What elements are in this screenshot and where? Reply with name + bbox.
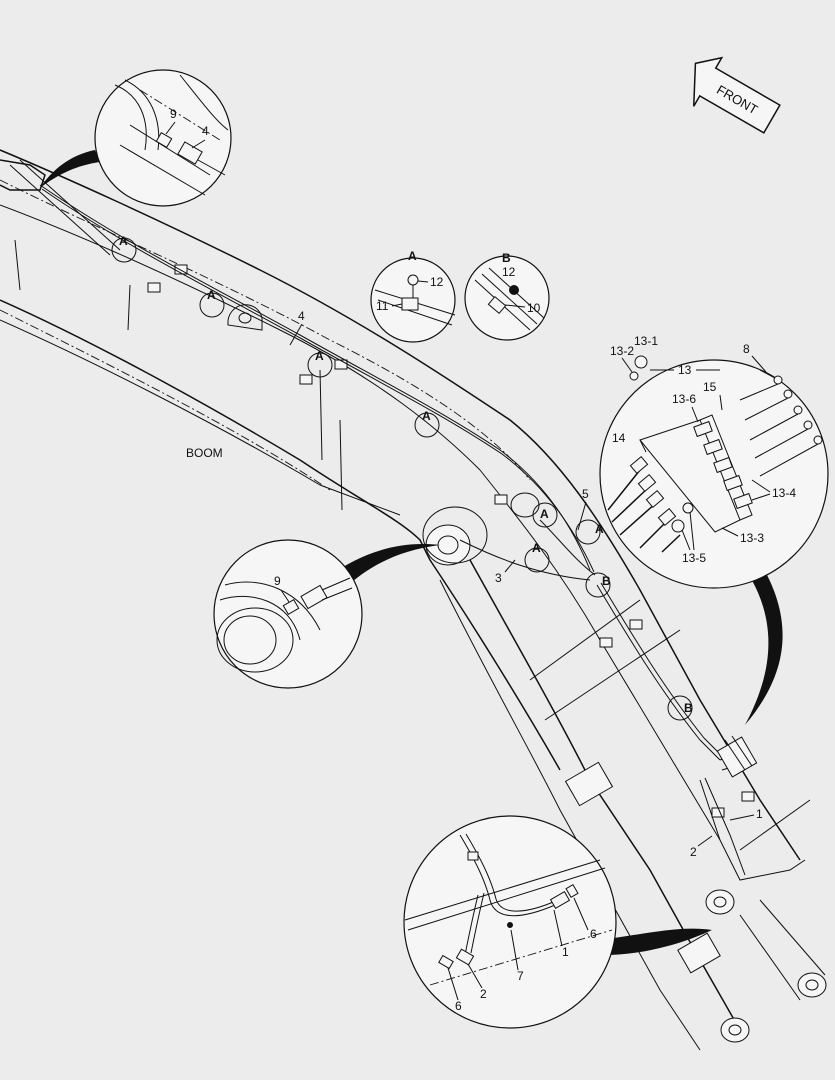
boom-label: BOOM (186, 446, 223, 460)
detail-1-pointer (40, 150, 100, 188)
callout-12-detail-a: 12 (430, 275, 444, 289)
marker-a-3 (307, 352, 333, 378)
main-callouts: 4 5 3 1 2 (289, 309, 763, 859)
callout-13-3: 13-5 (682, 551, 706, 565)
callout-13-2: 13-4 (772, 486, 796, 500)
detail-a: A 12 11 (370, 249, 456, 343)
front-arrow: FRONT (693, 56, 781, 134)
marker-a-5-letter: A (540, 507, 549, 521)
callout-13-4: 13-6 (672, 392, 696, 406)
marker-a-6 (575, 519, 601, 545)
marker-b-2 (667, 695, 693, 721)
callout-13-1: 13-3 (740, 531, 764, 545)
marker-b-2-letter: B (684, 701, 693, 715)
view-markers: A A A A A A A B B (111, 234, 693, 721)
callout-13: 13 (678, 363, 692, 377)
marker-a-4-letter: A (422, 409, 431, 423)
callout-3-main: 3 (495, 571, 502, 585)
callout-12-detail-b: 12 (502, 265, 516, 279)
detail-manifold: 13-1 13-2 13 8 15 13-6 14 13-4 13-3 13-5 (599, 334, 829, 589)
callout-11-detail-a: 11 (376, 299, 389, 313)
callout-13-5: 14 (612, 431, 626, 445)
callout-4-main: 4 (298, 309, 305, 323)
marker-a-7-letter: A (532, 541, 541, 555)
marker-a-2-letter: A (207, 288, 216, 302)
marker-a-6-letter: A (595, 522, 604, 536)
callout-14: 13-1 (634, 334, 658, 348)
marker-a-2 (199, 292, 225, 318)
detail-right-pointer (735, 540, 783, 725)
hose-lines (39, 184, 806, 881)
detail-bottom: 6 1 7 2 6 (403, 815, 617, 1029)
detail-b-title: B (502, 251, 511, 265)
marker-a-3-letter: A (315, 349, 324, 363)
callout-9-detail-mid: 9 (274, 574, 281, 588)
callout-2-detail-bottom: 2 (480, 987, 487, 1001)
callout-13-6: 15 (703, 380, 717, 394)
callout-2-main: 2 (690, 845, 697, 859)
detail-mid-left: 9 (213, 539, 363, 689)
callout-1-detail-bottom: 1 (562, 945, 569, 959)
callout-8: 8 (743, 342, 750, 356)
callout-6-detail-bottom-right: 6 (590, 927, 597, 941)
boom-outline (0, 149, 827, 1051)
callout-15: 13-2 (610, 344, 634, 358)
marker-a-7 (524, 547, 550, 573)
detail-a-title: A (408, 249, 417, 263)
callout-9-detail1: 9 (170, 107, 177, 121)
callout-6-detail-bottom-left: 6 (455, 999, 462, 1013)
detail-b: B 12 10 (464, 251, 550, 341)
callout-5-main: 5 (582, 487, 589, 501)
callout-10-detail-b: 10 (527, 301, 541, 315)
detail-top-left: 9 4 (94, 69, 232, 207)
marker-b-1-letter: B (602, 574, 611, 588)
callout-1-main: 1 (756, 807, 763, 821)
detail-mid-pointer (330, 544, 440, 588)
marker-a-5 (532, 502, 558, 528)
callout-4-detail1: 4 (202, 124, 209, 138)
detail-bottom-pointer (600, 928, 712, 955)
marker-b-1 (585, 572, 611, 598)
marker-a-1 (111, 237, 137, 263)
marker-a-1-letter: A (119, 234, 128, 248)
marker-a-4 (414, 412, 440, 438)
callout-7-detail-bottom: 7 (517, 969, 524, 983)
